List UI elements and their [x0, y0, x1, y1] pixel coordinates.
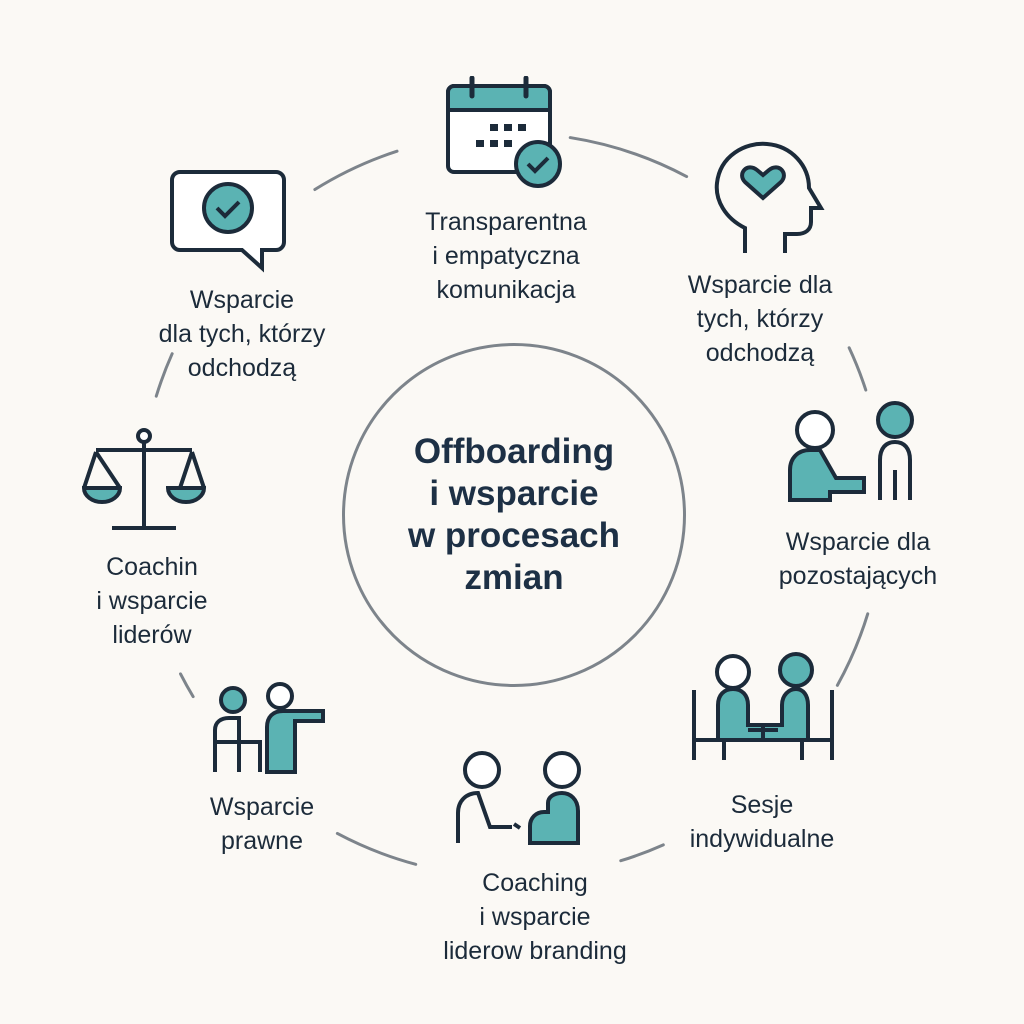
node-label-remaining-support: Wsparcie dla pozostających — [779, 525, 937, 593]
connector-arc — [568, 136, 689, 179]
label-line: prawne — [221, 827, 303, 855]
coaching-icon — [456, 751, 581, 845]
title-line: zmian — [464, 558, 564, 597]
title-line: i wsparcie — [429, 474, 599, 513]
node-label-coaching-branding: Coaching i wsparcie liderow branding — [443, 866, 626, 968]
node-label-legal-support: Wsparcie prawne — [210, 790, 314, 858]
connector-arc — [335, 831, 418, 866]
label-line: odchodzą — [187, 354, 297, 382]
label-line: Coachin — [106, 553, 198, 581]
label-line: indywidualne — [689, 825, 835, 853]
presenter-icon — [213, 682, 325, 774]
connector-arc — [313, 149, 399, 192]
head-heart-icon — [714, 141, 825, 253]
node-label-leavers-support-2: Wsparcie dla tych, którzy odchodzą — [159, 283, 326, 385]
people-handshake-icon — [788, 401, 914, 502]
label-line: Wsparcie — [189, 286, 295, 314]
title-line: Offboarding — [413, 432, 615, 471]
node-label-leavers-support: Wsparcie dla tych, którzy odchodzą — [688, 268, 833, 370]
label-line: Wsparcie dla — [785, 528, 931, 556]
speech-check-icon — [170, 170, 286, 273]
calendar-check-icon — [446, 76, 562, 188]
label-line: tych, którzy — [696, 305, 824, 333]
label-line: Wsparcie — [209, 793, 315, 821]
label-line: i empatyczna — [432, 242, 580, 270]
label-line: dla tych, którzy — [158, 320, 326, 348]
connector-arc — [619, 843, 665, 863]
label-line: Transparentna — [425, 208, 587, 236]
node-label-communication: Transparentna i empatyczna komunikacja — [425, 205, 587, 307]
scales-icon — [82, 428, 207, 530]
label-line: Wsparcie dla — [687, 271, 833, 299]
people-meeting-icon — [692, 652, 834, 760]
label-line: pozostających — [778, 562, 938, 590]
central-topic: Offboarding i wsparcie w procesach zmian — [342, 343, 686, 687]
title-line: w procesach — [407, 516, 621, 555]
connector-arc — [835, 612, 870, 687]
connector-arc — [154, 352, 174, 398]
label-line: odchodzą — [705, 339, 815, 367]
label-line: liderow branding — [443, 937, 627, 965]
label-line: Coaching — [482, 869, 588, 897]
label-line: Sesje — [730, 791, 794, 819]
label-line: liderów — [112, 621, 192, 649]
node-label-leader-coaching: Coachin i wsparcie liderów — [96, 550, 207, 652]
node-label-individual-sessions: Sesje indywidualne — [690, 788, 835, 856]
label-line: komunikacja — [436, 276, 576, 304]
label-line: i wsparcie — [479, 903, 591, 931]
label-line: i wsparcie — [96, 587, 208, 615]
connector-arc — [847, 346, 868, 392]
connector-arc — [179, 672, 195, 699]
